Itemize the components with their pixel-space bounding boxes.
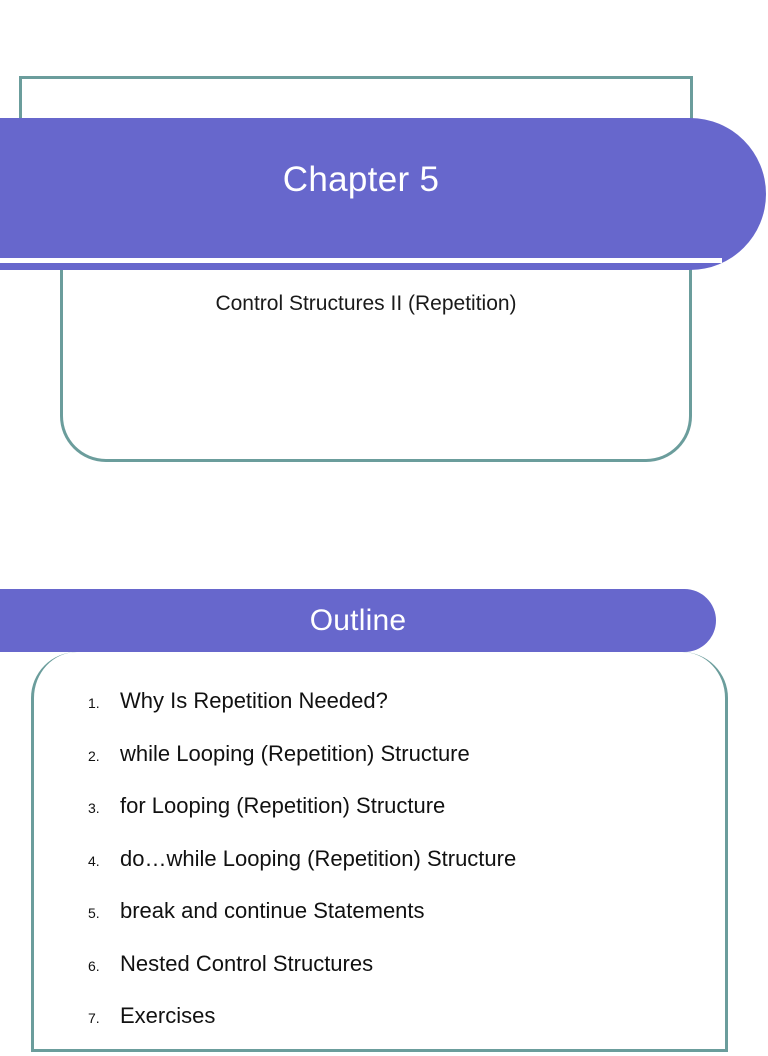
list-item: 5. break and continue Statements <box>88 898 688 951</box>
list-item-number: 6. <box>88 957 100 974</box>
title-slide: Chapter 5 Control Structures II (Repetit… <box>0 76 766 462</box>
list-item-number: 4. <box>88 852 100 869</box>
list-item-label: Nested Control Structures <box>120 950 374 976</box>
list-item-number: 3. <box>88 800 100 816</box>
list-item-label: Exercises <box>120 1003 216 1028</box>
outline-slide: Outline 1. Why Is Repetition Needed? 2. … <box>0 560 768 1052</box>
list-item: 4. do…while Looping (Repetition) Structu… <box>88 846 688 899</box>
outline-list: 1. Why Is Repetition Needed? 2. while Lo… <box>88 688 688 1056</box>
list-item-label: for Looping (Repetition) Structure <box>120 793 446 818</box>
outline-heading: Outline <box>309 603 407 637</box>
list-item: 2. while Looping (Repetition) Structure <box>88 741 688 794</box>
outline-banner: Outline <box>0 589 716 652</box>
list-item-number: 2. <box>88 747 100 764</box>
list-item-label: while Looping (Repetition) Structure <box>120 740 470 766</box>
list-item-number: 7. <box>88 1010 100 1026</box>
title-banner: Chapter 5 <box>0 118 766 270</box>
list-item: 1. Why Is Repetition Needed? <box>88 688 688 741</box>
list-item: 3. for Looping (Repetition) Structure <box>88 793 688 846</box>
list-item-label: do…while Looping (Repetition) Structure <box>120 845 517 871</box>
slide-document-page: Chapter 5 Control Structures II (Repetit… <box>0 76 768 1052</box>
list-item: 6. Nested Control Structures <box>88 951 688 1004</box>
title-banner-rule <box>0 258 722 263</box>
list-item-number: 1. <box>88 695 100 711</box>
list-item: 7. Exercises <box>88 1003 688 1056</box>
chapter-subtitle: Control Structures II (Repetition) <box>215 292 517 315</box>
list-item-number: 5. <box>88 905 100 921</box>
list-item-label: Why Is Repetition Needed? <box>120 688 388 713</box>
title-frame-top-decoration <box>19 76 693 136</box>
chapter-title: Chapter 5 <box>282 160 440 199</box>
title-frame-bottom-decoration <box>60 250 692 462</box>
list-item-label: break and continue Statements <box>120 898 425 923</box>
